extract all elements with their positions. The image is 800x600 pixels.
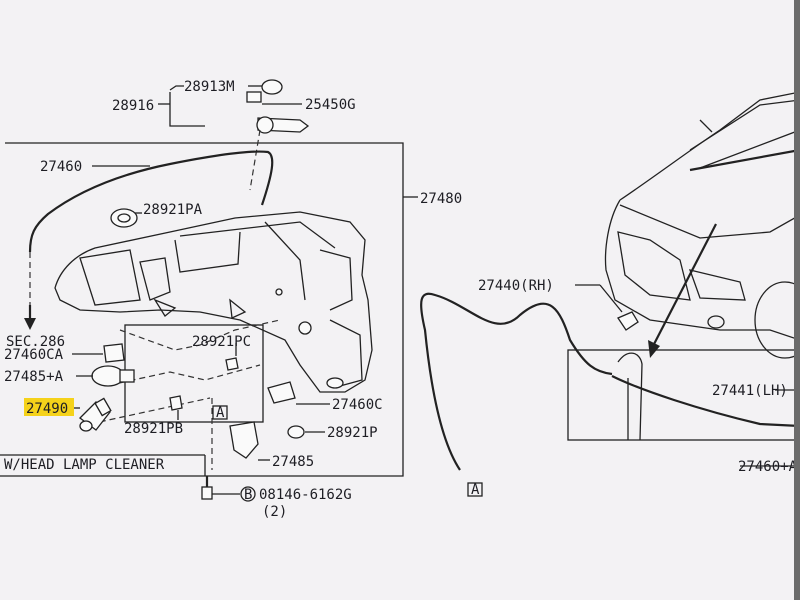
dash-route-2 bbox=[109, 364, 261, 386]
label-27485: 27485 bbox=[272, 454, 314, 470]
vehicle-hood bbox=[619, 91, 800, 201]
grommet-28921PC bbox=[225, 357, 239, 371]
pump-27485 bbox=[229, 421, 259, 459]
leader-28913M bbox=[169, 85, 184, 91]
bracket-27460C bbox=[267, 381, 296, 404]
motor-27490-end bbox=[79, 420, 93, 432]
label-bolt-qty: (2) bbox=[262, 504, 287, 520]
hose-27441 bbox=[611, 375, 800, 428]
vehicle-hood-crease bbox=[619, 204, 800, 239]
pointer-arrow-head bbox=[648, 340, 660, 358]
label-27440RH: 27440(RH) bbox=[478, 278, 554, 294]
grommet-28921PA-hole bbox=[117, 213, 131, 223]
hose-27460 bbox=[28, 150, 274, 253]
nozzle-27440 bbox=[617, 311, 639, 331]
label-28921PC: 28921PC bbox=[192, 334, 251, 350]
vehicle-wheel bbox=[754, 281, 800, 359]
label-sec286: SEC.286 bbox=[6, 334, 65, 350]
cap-mount bbox=[246, 91, 262, 103]
label-27460C: 27460C bbox=[332, 397, 383, 413]
vehicle-grille bbox=[617, 231, 691, 301]
label-27441LH: 27441(LH) bbox=[712, 383, 788, 399]
label-28921PA: 28921PA bbox=[143, 202, 203, 218]
label-27480: 27480 bbox=[420, 191, 462, 207]
tank-bracket bbox=[139, 257, 171, 301]
label-bolt-part: 08146-6162G bbox=[259, 487, 352, 503]
ref-box-A2 bbox=[467, 482, 483, 497]
ref-box-A1 bbox=[212, 405, 228, 420]
tank-lower bbox=[329, 319, 363, 387]
vehicle-front bbox=[604, 199, 800, 341]
pump-27460CA bbox=[103, 343, 125, 363]
arrow-head-sec286 bbox=[24, 318, 36, 330]
pointer-arrow bbox=[651, 223, 717, 349]
label-lamp-cleaner: W/HEAD LAMP CLEANER bbox=[4, 457, 165, 473]
tank-rib-2 bbox=[264, 221, 306, 301]
highlight-27490 bbox=[24, 398, 74, 416]
tank-mount-mid bbox=[229, 298, 247, 319]
dash-route-1 bbox=[119, 319, 281, 351]
hose-27440 bbox=[420, 292, 613, 471]
label-27460: 27460 bbox=[40, 159, 82, 175]
tank-port-bottom bbox=[326, 377, 344, 389]
reservoir-tank bbox=[54, 211, 373, 393]
leader-27440RH-b bbox=[599, 284, 623, 313]
wiper-arm bbox=[689, 148, 800, 172]
tank-rib-4 bbox=[79, 249, 141, 306]
label-27485A: 27485+A bbox=[4, 369, 64, 385]
joint-27490 bbox=[94, 397, 112, 417]
label-28916: 28916 bbox=[112, 98, 154, 114]
pump-27485A bbox=[91, 365, 125, 387]
vehicle-headlamp bbox=[688, 269, 746, 301]
label-27460A: 27460+A bbox=[738, 459, 798, 475]
grommet-28921PA bbox=[110, 208, 138, 228]
tank-side bbox=[174, 231, 241, 273]
vehicle-mirror bbox=[699, 119, 713, 133]
monitor-bezel bbox=[794, 0, 800, 600]
pump-27485A-outlet bbox=[119, 369, 135, 383]
dash-cap bbox=[249, 129, 261, 191]
lamp-washer-pipe bbox=[617, 352, 643, 441]
label-25450G: 25450G bbox=[305, 97, 356, 113]
tank-rib-1 bbox=[179, 221, 336, 249]
bracket-28916 bbox=[169, 92, 205, 127]
bolt-08146-6162G bbox=[201, 486, 213, 500]
lamp-washer-bracket bbox=[567, 349, 800, 441]
vehicle-windshield bbox=[689, 99, 800, 169]
tank-port-upper bbox=[275, 288, 283, 296]
label-28921PB: 28921PB bbox=[124, 421, 183, 437]
tank-port-right bbox=[298, 321, 312, 335]
label-28921P: 28921P bbox=[327, 425, 378, 441]
dash-route-3 bbox=[89, 397, 211, 425]
tank-rib-3 bbox=[319, 249, 353, 311]
bolt-B-circle bbox=[240, 486, 256, 502]
clip-28913M bbox=[261, 79, 283, 95]
label-ref-A1: A bbox=[216, 405, 225, 421]
label-27460CA: 27460CA bbox=[4, 347, 64, 363]
vehicle-fog-lamp bbox=[707, 315, 725, 329]
grommet-28921PB bbox=[169, 395, 183, 411]
label-bolt-B: B bbox=[244, 487, 252, 503]
grommet-28921P bbox=[287, 425, 305, 439]
label-ref-A2: A bbox=[471, 482, 480, 498]
filler-neck-ring bbox=[256, 116, 274, 134]
reservoir-frame bbox=[0, 142, 404, 477]
label-27490: 27490 bbox=[26, 401, 68, 417]
tank-mount-left bbox=[153, 298, 177, 317]
label-28913M: 28913M bbox=[184, 79, 235, 95]
